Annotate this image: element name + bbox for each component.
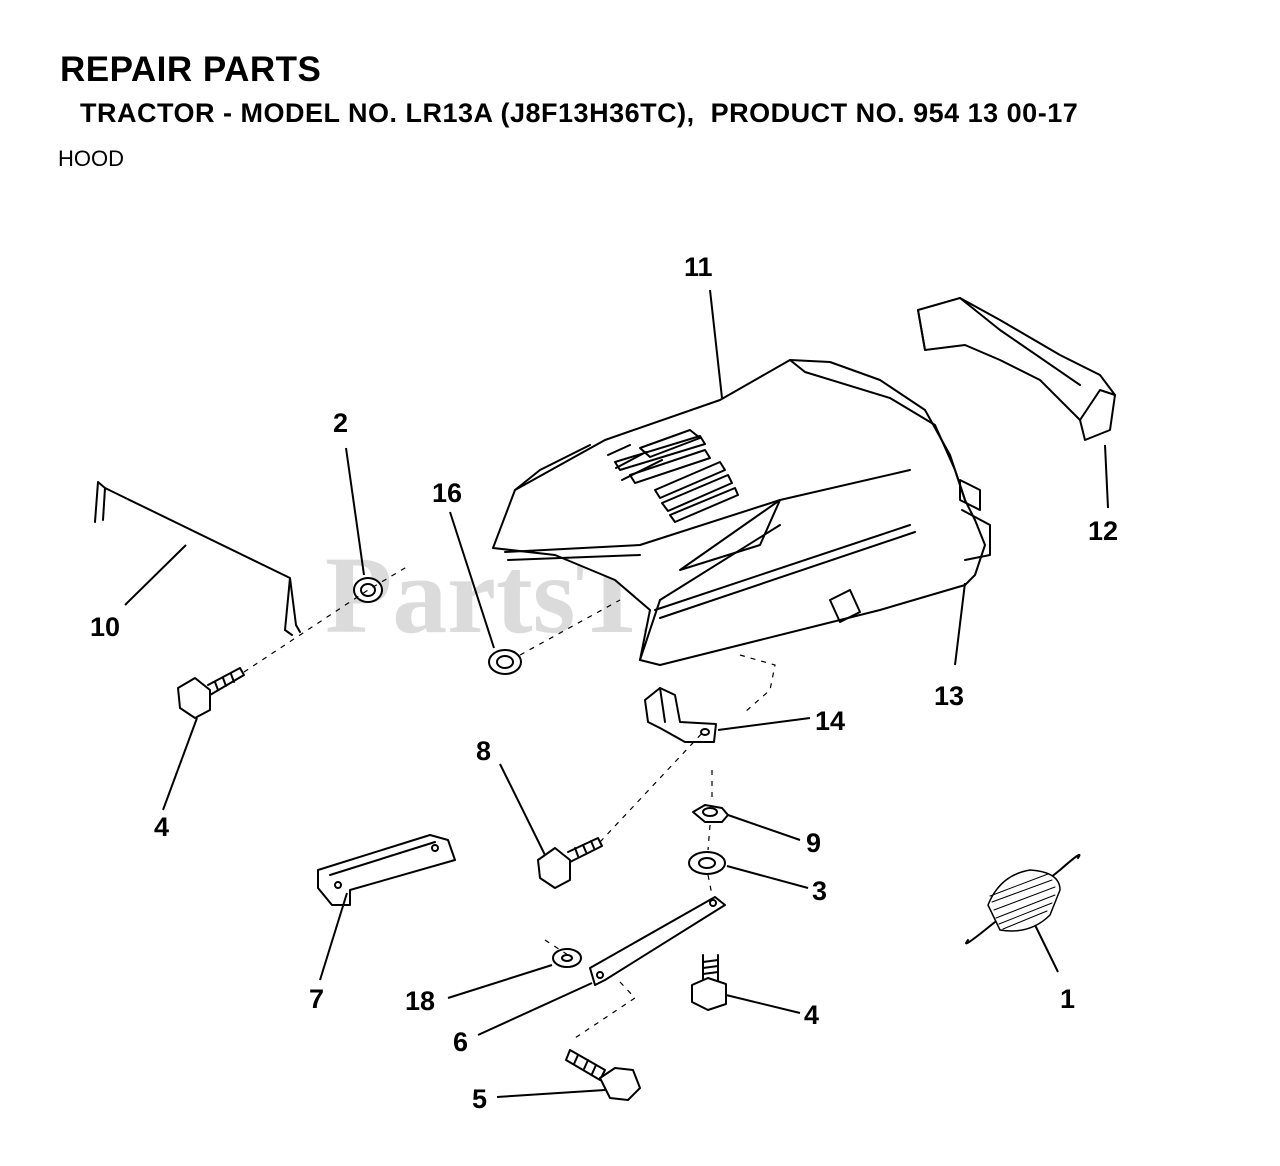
bolt-part-5[interactable] xyxy=(565,1049,641,1101)
page-title: REPAIR PARTS xyxy=(60,50,322,89)
callout-1: 1 xyxy=(1060,984,1075,1014)
callout-4-upper: 4 xyxy=(154,812,169,842)
callout-13: 13 xyxy=(934,681,964,711)
nut-part-16[interactable] xyxy=(488,649,522,675)
link-arm-part-6[interactable] xyxy=(589,896,726,986)
callout-14: 14 xyxy=(815,706,845,736)
callout-10: 10 xyxy=(90,612,120,642)
spring-part[interactable] xyxy=(965,854,1081,945)
callout-16: 16 xyxy=(432,478,462,508)
callout-8: 8 xyxy=(476,736,491,766)
nut-part-2[interactable] xyxy=(353,577,383,603)
callout-7: 7 xyxy=(309,984,324,1014)
bracket-part-7[interactable] xyxy=(317,834,456,906)
section-label: HOOD xyxy=(58,146,124,171)
callout-11: 11 xyxy=(684,252,713,282)
callout-6: 6 xyxy=(453,1027,468,1057)
washer-part-3[interactable] xyxy=(688,851,726,875)
callout-9: 9 xyxy=(806,828,821,858)
trim-part[interactable] xyxy=(917,297,1116,441)
washer-part-18[interactable] xyxy=(552,948,582,968)
model-subtitle: TRACTOR - MODEL NO. LR13A (J8F13H36TC), … xyxy=(80,98,1079,128)
callout-2: 2 xyxy=(333,408,348,438)
support-rod-part[interactable] xyxy=(94,481,301,636)
callout-12: 12 xyxy=(1088,516,1118,546)
bolt-part-8[interactable] xyxy=(537,837,603,889)
page-header: REPAIR PARTS TRACTOR - MODEL NO. LR13A (… xyxy=(0,0,1280,200)
callout-4-lower: 4 xyxy=(804,1000,819,1030)
callout-18: 18 xyxy=(405,986,435,1016)
hood-part[interactable] xyxy=(492,359,991,666)
bolt-part-4-upper[interactable] xyxy=(177,667,245,719)
callout-3: 3 xyxy=(812,876,827,906)
clip-part[interactable] xyxy=(644,687,717,743)
callout-5: 5 xyxy=(472,1084,487,1114)
nut-part-9[interactable] xyxy=(692,804,729,823)
bolt-part-4-lower[interactable] xyxy=(691,954,727,1011)
